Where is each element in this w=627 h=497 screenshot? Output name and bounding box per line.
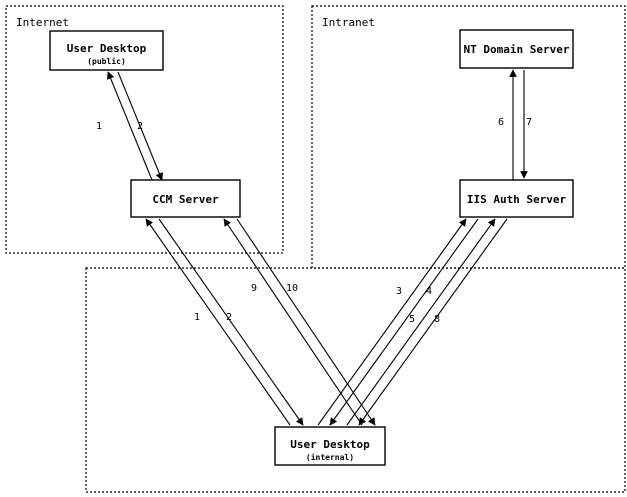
edge-1-ccm-to-public-desktop [107,71,153,181]
edge-group-iis-internal-outer [317,218,479,426]
edge-5-internal-desktop-to-iis [346,218,496,426]
step-label-8: 8 [434,314,440,325]
edge-4-iis-to-internal-desktop [329,218,479,426]
node-iis-auth-server[interactable]: IIS Auth Server [459,179,574,218]
edge-3-internal-desktop-to-iis [317,218,467,426]
node-box-iis-auth-server[interactable] [459,179,574,218]
edge-2-ccm-to-internal-desktop [158,218,304,426]
node-title-nt-domain-server: NT Domain Server [464,43,570,56]
edge-group-public-ccm [107,71,163,181]
node-subtitle-user-desktop-internal: (internal) [306,452,354,462]
zone-internet-box [5,5,284,254]
edge-1-internal-desktop-to-ccm [145,218,291,426]
edge-group-internal-to-ccm [145,218,304,426]
edge-group-ccm-internal-right [223,218,376,426]
step-label-3: 3 [396,286,402,297]
step-label-5: 5 [409,314,415,325]
node-title-iis-auth-server: IIS Auth Server [467,193,567,206]
step-label-1-internal: 1 [194,312,200,323]
step-labels: 1 2 6 7 9 10 3 4 5 8 1 2 [96,117,532,325]
zone-localnet-box [85,267,626,493]
step-label-2-internal: 2 [226,312,232,323]
node-title-user-desktop-internal: User Desktop [290,438,370,451]
edge-2-public-desktop-to-ccm [117,71,163,181]
node-box-ccm-server[interactable] [130,179,241,218]
step-label-6: 6 [498,117,504,128]
node-title-user-desktop-public: User Desktop [67,42,147,55]
zone-intranet-box [311,5,626,269]
edge-10-ccm-to-internal-desktop [236,218,376,426]
zone-boundaries [5,5,626,493]
edge-group-iis-ntdomain [509,69,528,180]
node-ccm-server[interactable]: CCM Server [130,179,241,218]
node-box-nt-domain-server[interactable] [459,29,574,69]
edge-group-iis-internal-inner [346,218,508,426]
step-label-10: 10 [286,283,298,294]
step-label-2-public: 2 [137,121,143,132]
node-user-desktop-internal[interactable]: User Desktop (internal) [274,426,386,466]
step-label-7: 7 [526,117,532,128]
node-box-user-desktop-public[interactable] [49,30,164,71]
node-nt-domain-server[interactable]: NT Domain Server [459,29,574,69]
node-subtitle-user-desktop-public: (public) [87,56,126,66]
node-user-desktop-public[interactable]: User Desktop (public) [49,30,164,71]
edge-9-internal-desktop-to-ccm [223,218,363,426]
step-label-4: 4 [426,286,432,297]
zone-labels: Internet Intranet [16,16,375,29]
edge-8-iis-to-internal-desktop [358,218,508,426]
node-box-user-desktop-internal[interactable] [274,426,386,466]
zone-label-internet: Internet [16,16,69,29]
node-title-ccm-server: CCM Server [152,193,219,206]
step-label-1-public: 1 [96,121,102,132]
zone-label-intranet: Intranet [322,16,375,29]
step-label-9: 9 [251,283,257,294]
